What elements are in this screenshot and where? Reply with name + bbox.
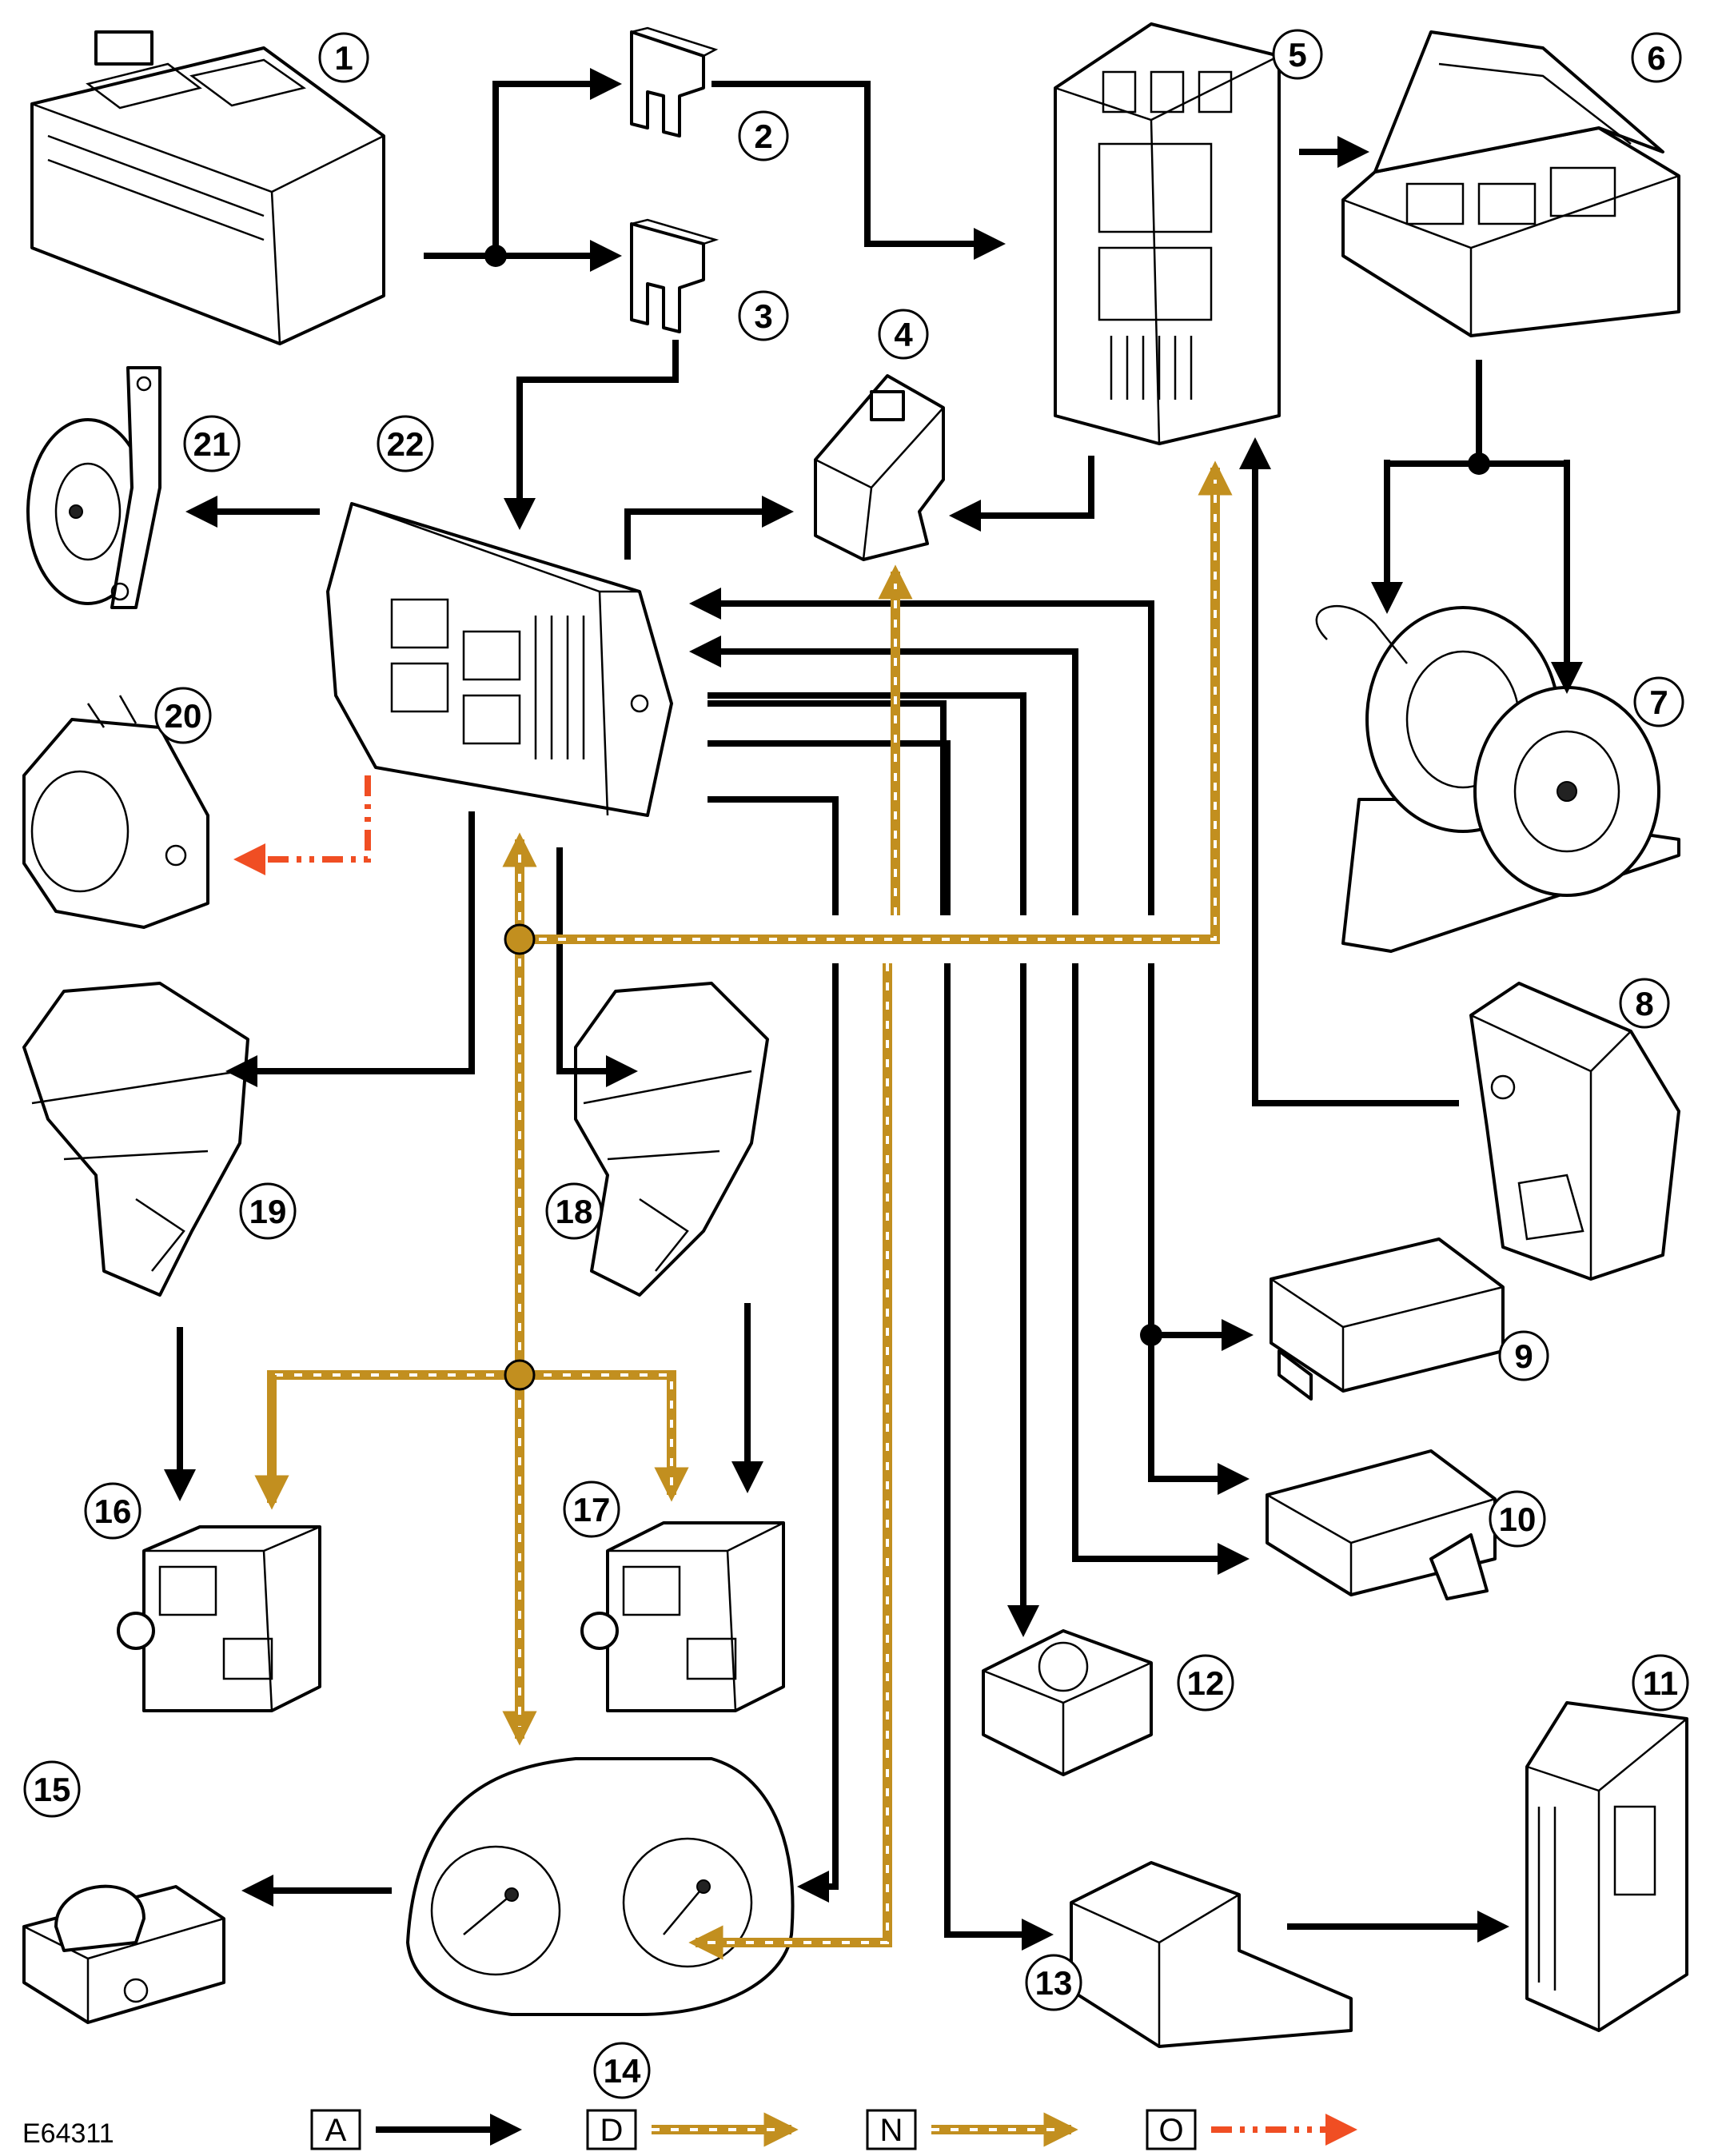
svg-text:1: 1	[334, 39, 353, 77]
svg-text:10: 10	[1499, 1500, 1537, 1538]
callout-12: 12	[1177, 1654, 1234, 1712]
twin-horns-illustration	[1315, 605, 1680, 953]
door-latch-19-illustration	[22, 982, 249, 1297]
sounder-20-illustration	[22, 695, 209, 929]
svg-text:12: 12	[1187, 1664, 1225, 1702]
callout-8: 8	[1619, 978, 1670, 1029]
svg-text:8: 8	[1635, 985, 1653, 1022]
antenna-module-13-illustration	[1070, 1861, 1353, 2048]
fuse-lower-illustration	[630, 218, 719, 333]
svg-text:19: 19	[249, 1193, 287, 1230]
callout-13: 13	[1025, 1954, 1082, 2011]
sensor-module-illustration	[814, 374, 945, 561]
legend: A D N O	[310, 2109, 1357, 2150]
svg-text:14: 14	[604, 2052, 641, 2090]
control-module-11-illustration	[1525, 1701, 1688, 2032]
figure-id: E64311	[22, 2118, 114, 2149]
svg-text:21: 21	[193, 425, 231, 463]
fuse-upper-illustration	[630, 26, 719, 137]
wires-data-bus	[254, 460, 1233, 1960]
callout-18: 18	[545, 1182, 603, 1240]
instrument-cluster-illustration	[406, 1757, 795, 2016]
wires-o	[233, 775, 371, 875]
callout-15: 15	[23, 1760, 81, 1818]
callout-6: 6	[1631, 32, 1682, 83]
alarm-sensor-15-illustration	[22, 1884, 225, 2024]
engine-junction-box-illustration	[1341, 30, 1680, 337]
wires-power	[164, 68, 1583, 1951]
svg-text:5: 5	[1288, 36, 1306, 74]
svg-text:20: 20	[165, 697, 202, 735]
svg-text:9: 9	[1514, 1337, 1533, 1375]
svg-text:O: O	[1158, 2113, 1183, 2148]
svg-text:4: 4	[894, 316, 913, 353]
legend-item-a: A	[310, 2109, 522, 2150]
svg-text:N: N	[880, 2113, 903, 2148]
central-junction-box-illustration	[1054, 22, 1281, 445]
callout-9: 9	[1498, 1330, 1549, 1381]
callout-5: 5	[1272, 29, 1323, 80]
svg-text:7: 7	[1649, 683, 1668, 721]
callout-14: 14	[593, 2042, 651, 2099]
callout-7: 7	[1633, 676, 1684, 727]
svg-text:A: A	[325, 2113, 347, 2148]
svg-text:16: 16	[94, 1492, 132, 1530]
rear-junction-box-illustration	[326, 502, 673, 817]
callout-22: 22	[377, 415, 434, 472]
door-latch-18-illustration	[574, 982, 769, 1297]
door-module-16-illustration	[117, 1525, 321, 1712]
svg-text:13: 13	[1035, 1964, 1073, 2002]
svg-text:D: D	[600, 2113, 624, 2148]
battery-illustration	[30, 30, 385, 345]
callout-16: 16	[84, 1482, 142, 1540]
callout-11: 11	[1632, 1654, 1689, 1712]
legend-item-n: N	[866, 2109, 1078, 2150]
callout-19: 19	[239, 1182, 297, 1240]
horn-21-illustration	[26, 366, 161, 609]
svg-text:22: 22	[387, 425, 425, 463]
door-module-17-illustration	[580, 1521, 785, 1712]
svg-text:18: 18	[556, 1193, 593, 1230]
svg-text:17: 17	[573, 1491, 611, 1528]
svg-text:11: 11	[1643, 1664, 1678, 1702]
callout-4: 4	[878, 309, 929, 360]
control-module-9-illustration	[1270, 1237, 1505, 1401]
callout-10: 10	[1489, 1490, 1546, 1548]
callout-20: 20	[154, 687, 212, 744]
svg-text:6: 6	[1647, 39, 1665, 77]
control-module-10-illustration	[1266, 1449, 1497, 1600]
callout-21: 21	[183, 415, 241, 472]
legend-item-o: O	[1146, 2109, 1357, 2150]
svg-text:2: 2	[754, 118, 772, 155]
tailgate-latch-illustration	[1469, 982, 1680, 1281]
legend-item-d: D	[586, 2109, 799, 2150]
sensor-12-illustration	[982, 1629, 1153, 1776]
svg-text:15: 15	[34, 1771, 71, 1808]
callout-2: 2	[738, 110, 789, 161]
svg-text:3: 3	[754, 297, 772, 335]
callout-3: 3	[738, 290, 789, 341]
callout-1: 1	[318, 32, 369, 83]
callout-17: 17	[563, 1481, 620, 1538]
